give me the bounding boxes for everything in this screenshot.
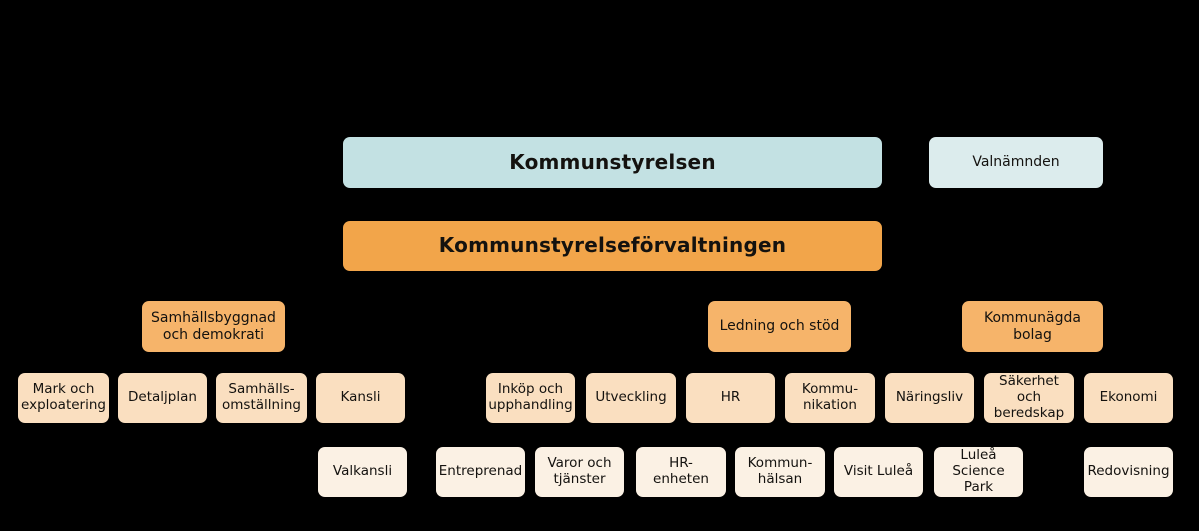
node-kommunstyrelseforvaltningen[interactable]: Kommunstyrelseförvaltningen [343,221,882,271]
node-department-ledning-och-stod[interactable]: Ledning och stöd [708,301,851,352]
node-subunit-visit-lulea[interactable]: Visit Luleå [834,447,923,497]
node-subunit-varor-och-tjanster[interactable]: Varor och tjänster [535,447,624,497]
node-unit-inkop-och-upphandling[interactable]: Inköp och upphandling [486,373,575,423]
node-department-kommunagda-bolag[interactable]: Kommunägda bolag [962,301,1103,352]
node-unit-utveckling[interactable]: Utveckling [586,373,676,423]
node-subunit-lulea-science-park[interactable]: Luleå Science Park [934,447,1023,497]
node-subunit-kommunhalsan[interactable]: Kommun- hälsan [735,447,825,497]
node-unit-kansli[interactable]: Kansli [316,373,405,423]
node-subunit-hr-enheten[interactable]: HR-enheten [636,447,726,497]
node-unit-mark-och-exploatering[interactable]: Mark och exploatering [18,373,109,423]
node-unit-naringsliv[interactable]: Näringsliv [885,373,974,423]
node-unit-samhallsomstallning[interactable]: Samhälls- omställning [216,373,307,423]
node-valnamnden[interactable]: Valnämnden [929,137,1103,188]
node-subunit-redovisning[interactable]: Redovisning [1084,447,1173,497]
node-unit-sakerhet-och-beredskap[interactable]: Säkerhet och beredskap [984,373,1074,423]
node-unit-ekonomi[interactable]: Ekonomi [1084,373,1173,423]
node-unit-kommunikation[interactable]: Kommu- nikation [785,373,875,423]
node-subunit-valkansli[interactable]: Valkansli [318,447,407,497]
node-unit-hr[interactable]: HR [686,373,775,423]
node-unit-detaljplan[interactable]: Detaljplan [118,373,207,423]
node-subunit-entreprenad[interactable]: Entreprenad [436,447,525,497]
node-kommunstyrelsen[interactable]: Kommunstyrelsen [343,137,882,188]
node-department-samhallsbyggnad-och-demokrati[interactable]: Samhällsbyggnad och demokrati [142,301,285,352]
